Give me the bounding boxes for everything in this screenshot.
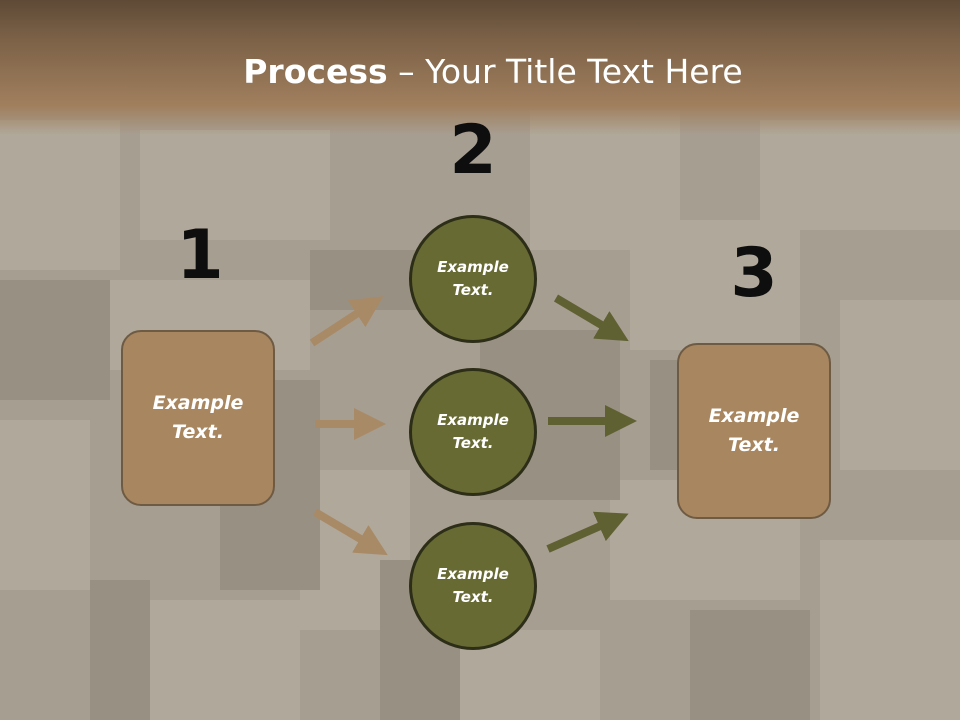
step-number-3: 3: [730, 234, 778, 313]
step-number-1: 1: [176, 216, 224, 295]
step-number-2: 2: [449, 111, 497, 190]
circle-middle-line1: Example: [437, 411, 509, 429]
circle-top-line1: Example: [437, 258, 509, 276]
arrow-top-to-right: [553, 294, 629, 342]
arrow-bottom-to-right: [546, 511, 629, 553]
right-text-box[interactable]: Example Text.: [677, 343, 831, 519]
title-bold: Process: [243, 52, 388, 91]
circle-bottom[interactable]: Example Text.: [409, 522, 537, 650]
circle-top[interactable]: Example Text.: [409, 215, 537, 343]
circle-bottom-line1: Example: [437, 565, 509, 583]
left-box-line2: Text.: [172, 421, 224, 443]
left-text-box[interactable]: Example Text.: [121, 330, 275, 506]
circle-bottom-line2: Text.: [452, 588, 494, 606]
slide-title: Process – Your Title Text Here: [0, 52, 960, 91]
right-box-line1: Example: [708, 405, 800, 427]
left-box-line1: Example: [152, 392, 244, 414]
circle-middle-line2: Text.: [452, 434, 494, 452]
arrow-left-to-bottom: [312, 508, 388, 556]
circle-middle[interactable]: Example Text.: [409, 368, 537, 496]
title-bar: [0, 0, 960, 135]
right-box-line2: Text.: [728, 434, 780, 456]
arrow-left-to-top: [309, 296, 384, 347]
title-rest: – Your Title Text Here: [387, 52, 743, 91]
circle-top-line2: Text.: [452, 281, 494, 299]
